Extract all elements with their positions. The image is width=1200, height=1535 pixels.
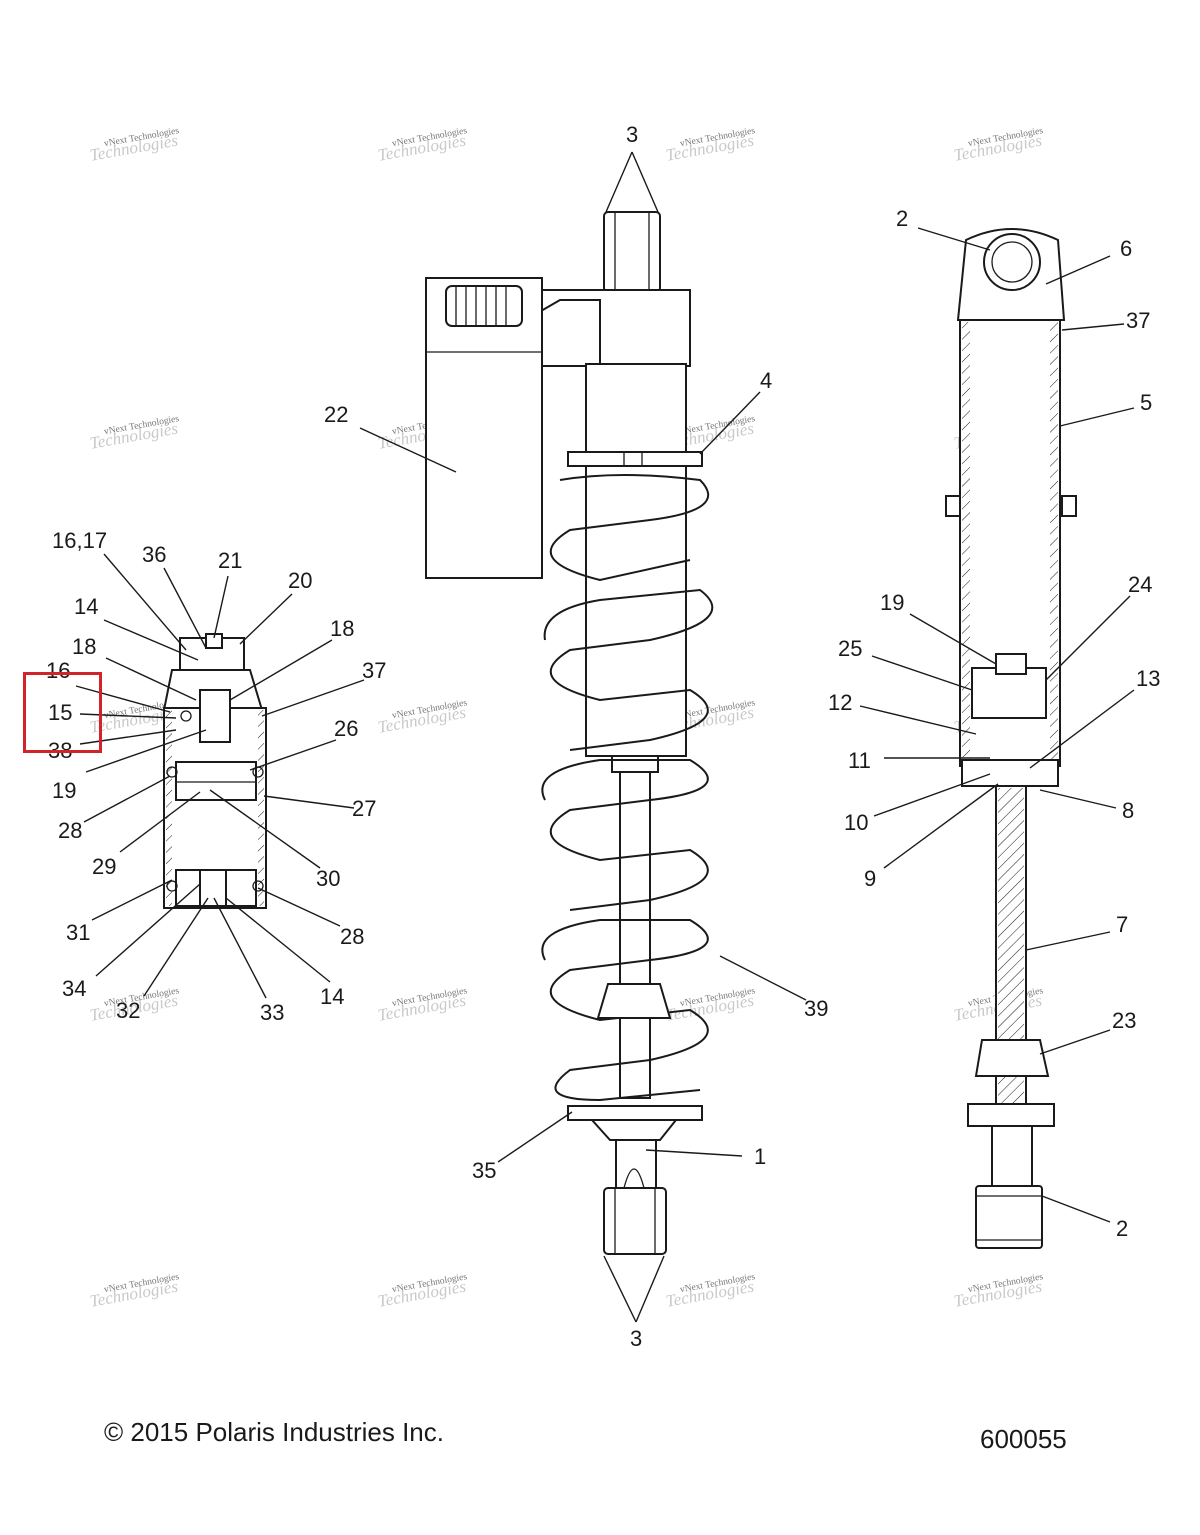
callout-26: 26 (334, 716, 358, 741)
callout-15: 15 (48, 700, 72, 725)
callout-34: 34 (62, 976, 86, 1001)
callout-39: 39 (804, 996, 828, 1021)
callout-5: 5 (1140, 390, 1152, 415)
sectioned-shock-drawing (945, 228, 1077, 1249)
callout-20: 20 (288, 568, 312, 593)
callout-1: 1 (754, 1144, 766, 1169)
callout-12: 12 (828, 690, 852, 715)
callout-31: 31 (66, 920, 90, 945)
callout-30: 30 (316, 866, 340, 891)
callout-7: 7 (1116, 912, 1128, 937)
callout-14-bottom: 14 (320, 984, 344, 1009)
callout-3-bottom: 3 (630, 1326, 642, 1351)
callout-23: 23 (1112, 1008, 1136, 1033)
copyright-text: © 2015 Polaris Industries Inc. (104, 1417, 444, 1447)
assembled-shock-drawing (425, 211, 714, 1255)
callout-14-top: 14 (74, 594, 98, 619)
leader-lines (75, 151, 1135, 1323)
callout-25: 25 (838, 636, 862, 661)
highlight-box-callout-15 (23, 672, 102, 753)
callout-29: 29 (92, 854, 116, 879)
callout-28-top: 28 (58, 818, 82, 843)
callout-35: 35 (472, 1158, 496, 1183)
callout-32: 32 (116, 998, 140, 1023)
callout-19-left: 19 (52, 778, 76, 803)
callout-21: 21 (218, 548, 242, 573)
callout-27: 27 (352, 796, 376, 821)
callout-6: 6 (1120, 236, 1132, 261)
callout-19-right: 19 (880, 590, 904, 615)
callout-37-right: 37 (1126, 308, 1150, 333)
callout-labels: 3 22 4 39 35 1 3 2 6 37 5 19 24 25 12 13… (46, 122, 1160, 1351)
callout-9: 9 (864, 866, 876, 891)
callout-33: 33 (260, 1000, 284, 1025)
callout-11: 11 (848, 748, 871, 773)
callout-4: 4 (760, 368, 772, 393)
reservoir-section-drawing (162, 633, 267, 909)
callout-3-top: 3 (626, 122, 638, 147)
callout-36: 36 (142, 542, 166, 567)
callout-24: 24 (1128, 572, 1152, 597)
callout-10: 10 (844, 810, 868, 835)
callout-2-bottom: 2 (1116, 1216, 1128, 1241)
callout-2-top: 2 (896, 206, 908, 231)
callout-13: 13 (1136, 666, 1160, 691)
diagram-number: 600055 (980, 1424, 1067, 1454)
callout-18-left: 18 (72, 634, 96, 659)
callout-16-17: 16,17 (52, 528, 107, 553)
callout-22: 22 (324, 402, 348, 427)
callout-28-bottom: 28 (340, 924, 364, 949)
callout-37-left: 37 (362, 658, 386, 683)
callout-18-right: 18 (330, 616, 354, 641)
callout-16: 16 (46, 658, 70, 683)
callout-8: 8 (1122, 798, 1134, 823)
